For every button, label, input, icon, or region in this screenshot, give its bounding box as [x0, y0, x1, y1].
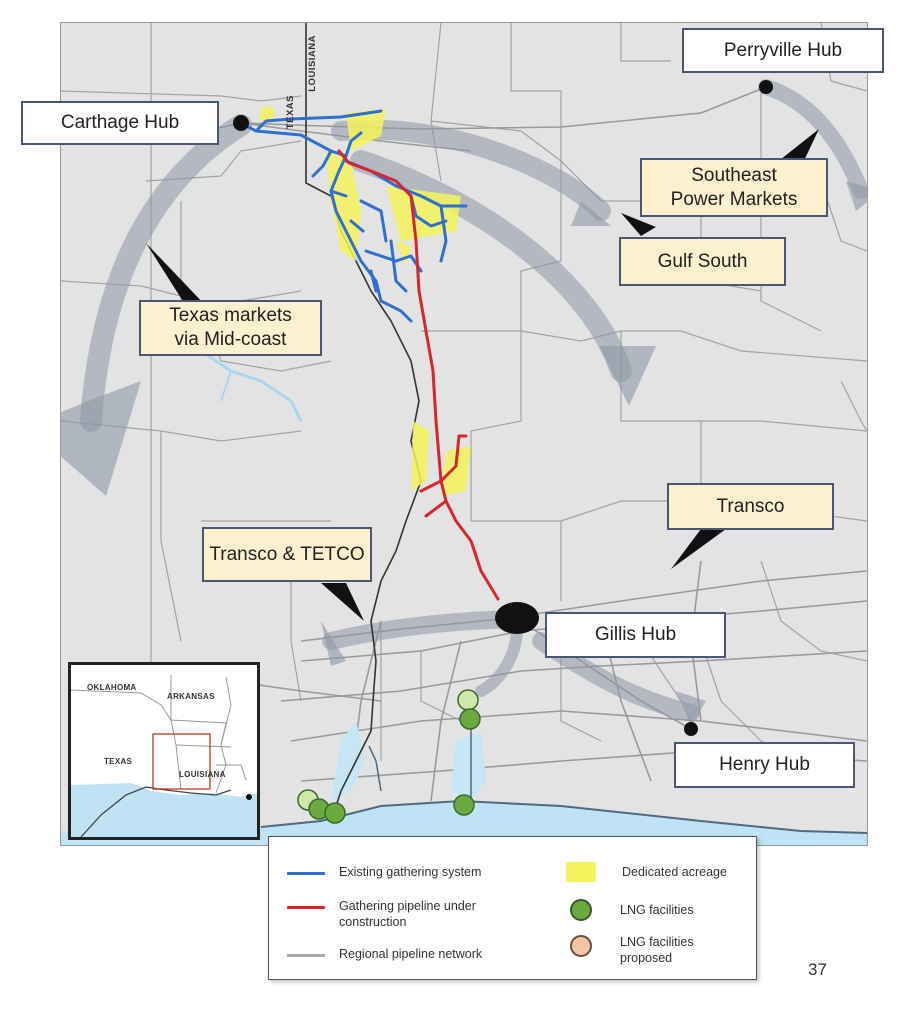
- carthage-hub-text: Carthage Hub: [60, 112, 180, 134]
- gulf-south-label: Gulf South: [619, 237, 786, 286]
- henry-hub-text: Henry Hub: [719, 754, 810, 776]
- transco-text: Transco: [716, 495, 785, 517]
- texas-markets-label: Texas markets via Mid-coast: [139, 300, 322, 356]
- state-label-texas: TEXAS: [285, 95, 296, 130]
- state-label-louisiana: LOUISIANA: [307, 35, 318, 92]
- legend-regional-pipeline: Regional pipeline network: [287, 947, 482, 961]
- callout-pointers: [146, 129, 819, 621]
- water: [61, 349, 867, 845]
- legend-label: construction: [339, 914, 407, 929]
- legend-label: Regional pipeline network: [339, 947, 483, 961]
- gillis-hub-text: Gillis Hub: [594, 624, 677, 646]
- peach-dot-icon: [570, 935, 592, 957]
- legend-label: LNG facilities: [620, 903, 694, 917]
- gathering-pipeline-under-construction: [337, 149, 500, 601]
- perryville-hub-marker: [759, 80, 773, 94]
- arrow-heads: [61, 181, 867, 726]
- lng-facilities: [297, 689, 481, 824]
- blue-line-swatch: [287, 872, 325, 875]
- inset-label-arkansas: ARKANSAS: [167, 692, 215, 701]
- carthage-hub-label: Carthage Hub: [21, 101, 219, 145]
- southeast-line2: Power Markets: [670, 188, 798, 210]
- southeast-line1: Southeast: [691, 164, 777, 186]
- legend-label: proposed: [620, 950, 673, 965]
- transco-label: Transco: [667, 483, 834, 530]
- dedicated-acreage: [259, 106, 471, 496]
- southeast-power-markets-label: Southeast Power Markets: [640, 158, 828, 217]
- perryville-hub-text: Perryville Hub: [723, 39, 843, 61]
- carthage-hub-marker: [233, 115, 249, 131]
- map-legend: Existing gathering system Gathering pipe…: [268, 836, 757, 980]
- henry-hub-label: Henry Hub: [674, 742, 855, 788]
- red-line-swatch: [287, 906, 325, 909]
- legend-label: Gathering pipeline under: [339, 899, 476, 913]
- green-dot-icon: [570, 899, 592, 921]
- legend-label: LNG facilities: [620, 935, 694, 949]
- page-number: 37: [808, 960, 827, 979]
- legend-dedicated-acreage: Dedicated acreage: [566, 862, 727, 882]
- inset-label-texas: TEXAS: [104, 757, 133, 766]
- legend-existing-gathering: Existing gathering system: [287, 865, 481, 879]
- texas-markets-line2: via Mid-coast: [174, 329, 287, 350]
- gillis-hub-label: Gillis Hub: [545, 612, 726, 658]
- inset-graphics: [71, 675, 257, 837]
- grey-line-swatch: [287, 954, 325, 957]
- henry-hub-marker: [684, 722, 698, 736]
- inset-focus-rectangle: [152, 733, 211, 790]
- legend-lng-facilities: LNG facilities: [570, 899, 694, 921]
- yellow-area-swatch: [566, 862, 596, 882]
- inset-label-oklahoma: OKLAHOMA: [87, 683, 137, 692]
- legend-label: Existing gathering system: [339, 865, 482, 879]
- transco-tetco-label: Transco & TETCO: [202, 527, 372, 582]
- perryville-hub-label: Perryville Hub: [682, 28, 884, 73]
- legend-lng-proposed: LNG facilities proposed: [570, 935, 694, 966]
- inset-label-louisiana: LOUISIANA: [179, 770, 226, 779]
- inset-locator-map: OKLAHOMA ARKANSAS TEXAS LOUISIANA: [68, 662, 260, 840]
- gillis-hub-marker: [495, 602, 539, 634]
- legend-label: Dedicated acreage: [622, 865, 727, 879]
- legend-under-construction: Gathering pipeline under construction: [287, 899, 476, 930]
- texas-markets-line1: Texas markets: [169, 305, 292, 327]
- gulf-south-text: Gulf South: [657, 250, 748, 272]
- transco-tetco-text: Transco & TETCO: [209, 543, 365, 565]
